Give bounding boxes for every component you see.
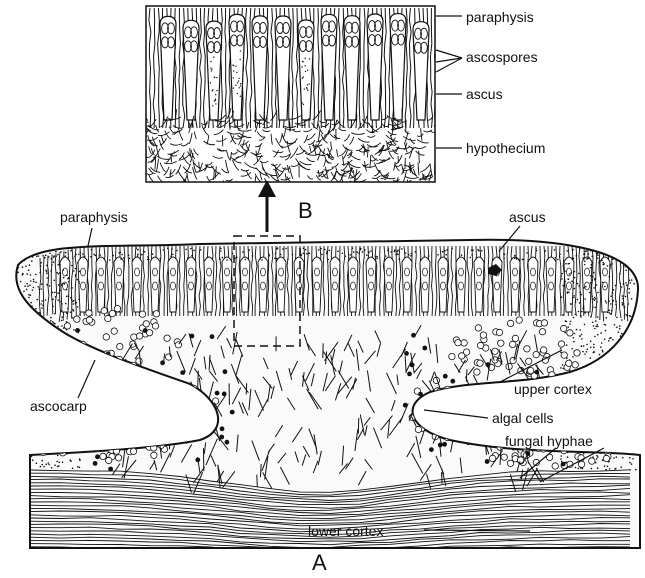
label-ascocarp: ascocarp — [30, 398, 87, 414]
panel-b-hymenium — [136, 8, 443, 192]
label-fungal-hyphae: fungal hyphae — [505, 433, 593, 449]
label-algal-cells: algal cells — [492, 410, 553, 426]
label-upper-cortex: upper cortex — [514, 381, 592, 397]
label-ascospores: ascospores — [466, 49, 538, 65]
label-hypothecium: hypothecium — [466, 140, 545, 156]
label-panel-a: A — [312, 550, 327, 573]
label-lower-cortex: lower cortex — [308, 523, 383, 539]
label-paraphysis: paraphysis — [60, 209, 128, 225]
magnify-arrow — [258, 180, 276, 232]
label-panel-b: B — [298, 198, 313, 223]
label-ascus: ascus — [509, 209, 546, 225]
label-top-paraphysis: paraphysis — [466, 9, 534, 25]
label-top-ascus: ascus — [466, 86, 503, 102]
